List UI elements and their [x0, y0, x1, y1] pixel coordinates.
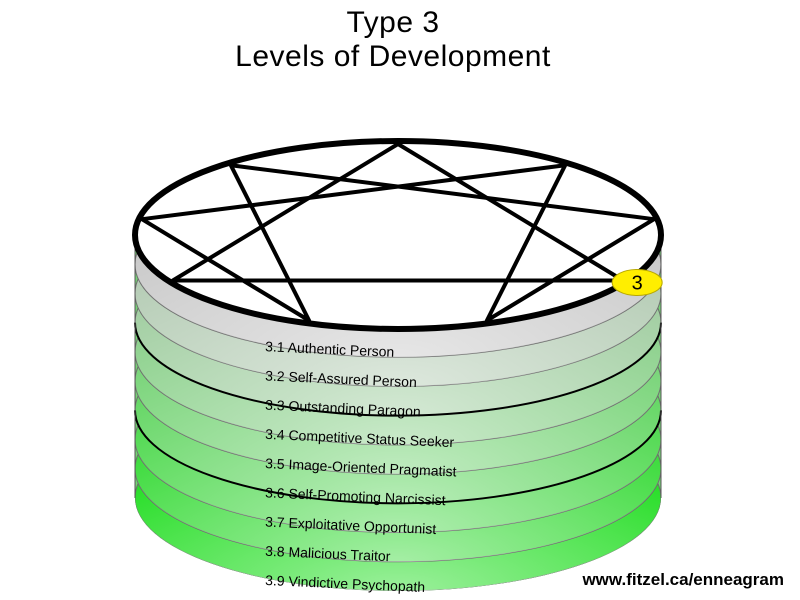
enneagram-top-face [132, 138, 664, 332]
enneagram-triangle [170, 142, 626, 283]
level-label-8: 3.8 Malicious Traitor [265, 543, 391, 564]
title-line-1: Type 3 [346, 6, 440, 39]
level-label-2: 3.2 Self-Assured Person [265, 367, 417, 390]
level-label-3: 3.3 Outstanding Paragon [265, 397, 421, 420]
level-label-6: 3.6 Self-Promoting Narcissist [265, 484, 446, 508]
website-url: www.fitzel.ca/enneagram [582, 570, 784, 589]
level-label-9: 3.9 Vindictive Psychopath [265, 572, 426, 595]
level-group-divider [134, 410, 662, 505]
enneagram-circle [132, 138, 664, 332]
level-group-divider [134, 322, 662, 417]
title-line-2: Levels of Development [235, 40, 551, 73]
type-badge: 3 [611, 269, 663, 296]
enneagram-hexad [139, 163, 657, 323]
type-badge-number: 3 [632, 273, 643, 295]
level-label-7: 3.7 Exploitative Opportunist [265, 514, 437, 537]
level-label-1: 3.1 Authentic Person [265, 338, 395, 360]
type-badge-ellipse [611, 269, 663, 296]
level-labels: 3.1 Authentic Person 3.2 Self-Assured Per… [265, 338, 457, 595]
